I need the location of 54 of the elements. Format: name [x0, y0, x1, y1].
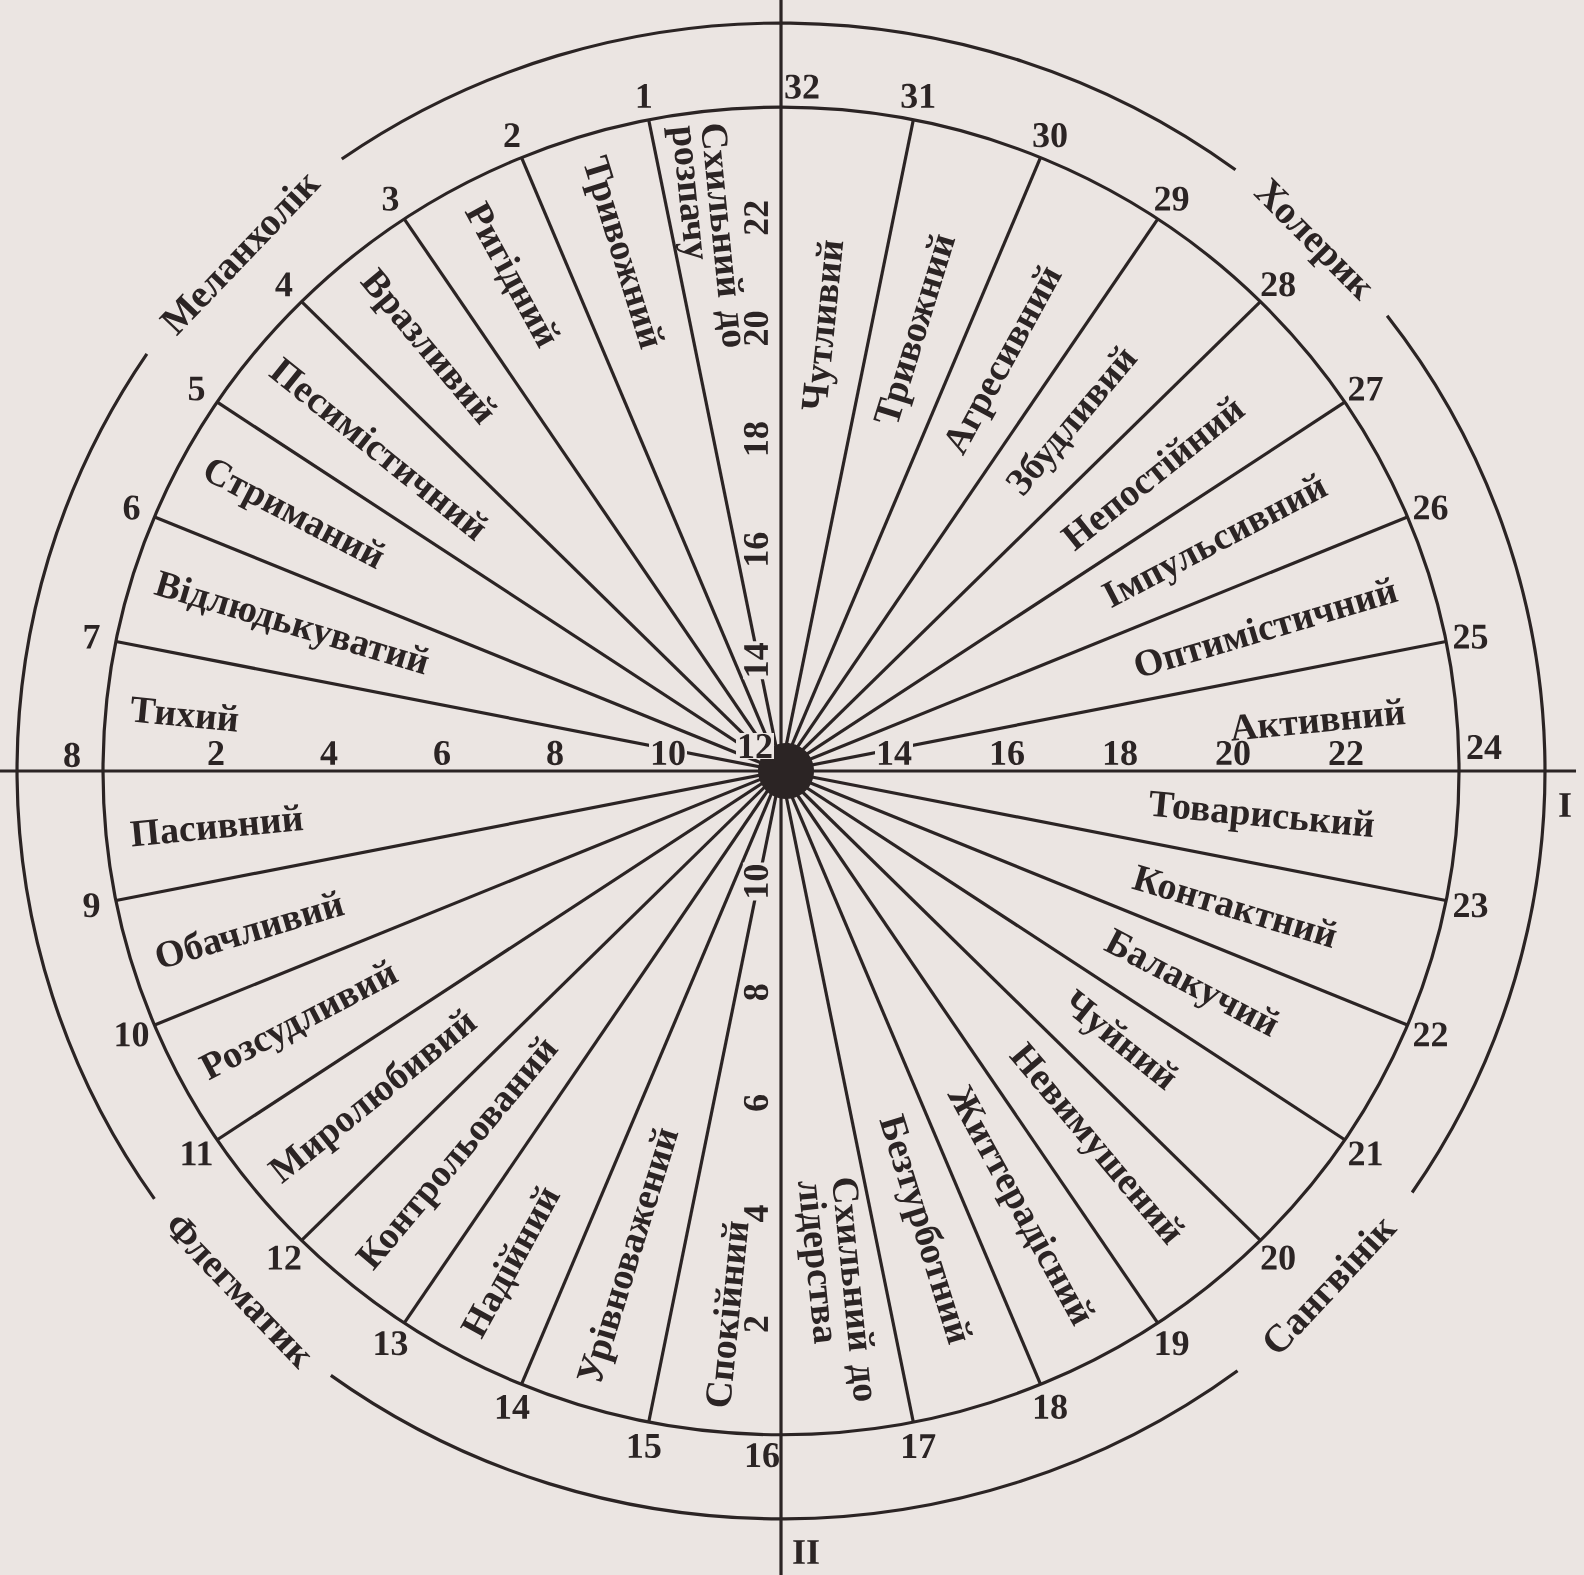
- tick-label: 6: [432, 739, 452, 767]
- line-number: 13: [375, 1331, 408, 1356]
- line-number: 1: [637, 84, 651, 108]
- line-number: 18: [1034, 1394, 1067, 1419]
- line-number: 11: [182, 1141, 212, 1166]
- tick-label: 18: [742, 420, 770, 459]
- line-number: 21: [1349, 1141, 1382, 1166]
- tick-label: 2: [206, 740, 226, 766]
- line-number: 22: [1414, 1022, 1447, 1047]
- sector-label: Схильний до лідерства: [794, 1178, 876, 1401]
- line-number: 14: [496, 1394, 530, 1419]
- tick-label: 10: [649, 739, 687, 767]
- tick-label: 4: [743, 1203, 769, 1224]
- line-number: 9: [83, 893, 100, 918]
- line-number: 8: [64, 742, 80, 768]
- line-number: 10: [116, 1022, 149, 1047]
- line-number: 24: [1467, 735, 1502, 759]
- line-number: 29: [1155, 186, 1189, 211]
- line-number: 31: [901, 83, 935, 109]
- tick-label: 14: [875, 740, 913, 766]
- tick-label: 20: [1214, 739, 1252, 767]
- tick-label: 18: [1101, 739, 1139, 767]
- line-number: 5: [188, 376, 205, 401]
- line-number: 17: [903, 1434, 936, 1458]
- sector-label: Тихий: [131, 696, 239, 732]
- line-number: 27: [1349, 376, 1383, 401]
- axis-label: II: [793, 1540, 819, 1564]
- tick-label: 4: [319, 740, 339, 766]
- tick-label: 8: [742, 982, 770, 1003]
- sector-label: Активний: [1231, 698, 1406, 741]
- line-number: 16: [746, 1443, 779, 1468]
- tick-label: 8: [545, 739, 565, 767]
- tick-label: 16: [988, 739, 1026, 767]
- sector-label: Товариський: [1149, 790, 1375, 838]
- line-number: 3: [382, 186, 399, 211]
- line-number: 26: [1414, 495, 1448, 520]
- line-number: 7: [84, 624, 100, 649]
- line-number: 23: [1454, 893, 1488, 918]
- line-number: 32: [785, 74, 819, 99]
- line-number: 6: [123, 495, 140, 520]
- line-number: 30: [1033, 123, 1067, 148]
- tick-label: 22: [743, 198, 769, 237]
- sector-label: Пасивний: [129, 804, 304, 847]
- tick-label: 12: [736, 733, 774, 759]
- sector-label: Чутливий: [801, 240, 844, 410]
- line-number: 15: [628, 1433, 661, 1459]
- axis-label: I: [1559, 793, 1571, 817]
- tick-label: 20: [742, 309, 770, 348]
- line-number: 2: [504, 123, 520, 148]
- line-number: 25: [1454, 624, 1488, 649]
- tick-label: 14: [743, 641, 769, 680]
- line-number: 19: [1156, 1331, 1189, 1356]
- tick-label: 22: [1327, 740, 1365, 766]
- sector-label: Схильний до розпачу: [664, 124, 745, 347]
